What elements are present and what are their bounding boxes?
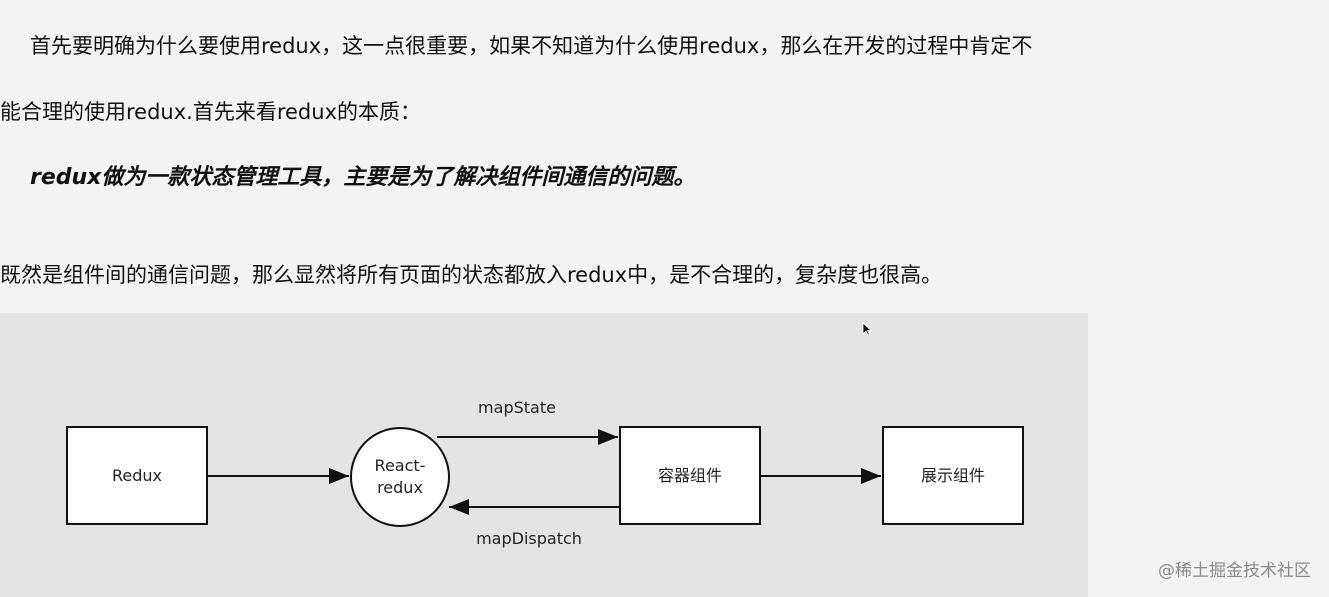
- redux-node: [66, 426, 208, 525]
- container-component-label: 容器组件: [658, 466, 722, 485]
- redux-flow-diagram: Redux React- redux 容器组件 展示组件 mapState ma…: [0, 313, 1088, 597]
- container-component-node: [619, 426, 761, 525]
- diagram-canvas: Redux React- redux 容器组件 展示组件 mapState ma…: [66, 398, 1024, 548]
- display-component-node: [882, 426, 1024, 525]
- paragraph-emphasis: redux做为一款状态管理工具，主要是为了解决组件间通信的问题。: [30, 165, 696, 190]
- paragraph-intro: 首先要明确为什么要使用redux，这一点很重要，如果不知道为什么使用redux，…: [30, 34, 1033, 58]
- map-dispatch-label: mapDispatch: [476, 529, 582, 548]
- react-redux-node: [350, 427, 450, 527]
- paragraph-conclusion: 既然是组件间的通信问题，那么显然将所有页面的状态都放入redux中，是不合理的，…: [0, 263, 943, 287]
- display-component-label: 展示组件: [921, 466, 985, 485]
- map-state-label: mapState: [478, 398, 556, 417]
- mouse-pointer-icon: [862, 322, 872, 336]
- react-redux-label-line2: redux: [377, 478, 423, 497]
- paragraph-intro-continued: 能合理的使用redux.首先来看redux的本质：: [0, 100, 421, 124]
- watermark: @稀土掘金技术社区: [1158, 561, 1311, 581]
- redux-node-label: Redux: [112, 466, 162, 485]
- react-redux-label-line1: React-: [375, 456, 426, 475]
